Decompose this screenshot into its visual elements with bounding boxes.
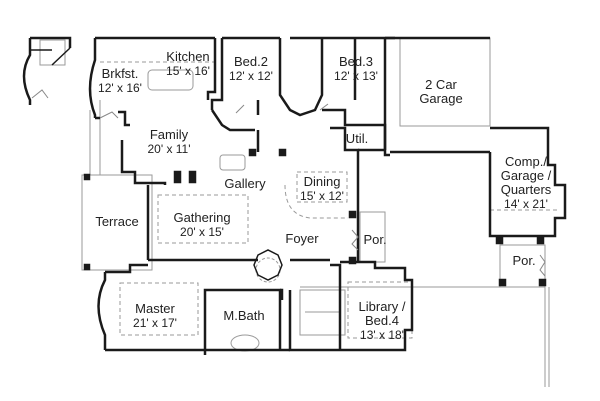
room-name: Dining (303, 174, 341, 189)
room-label-library: Library / Bed.4 13' x 18' (358, 299, 406, 343)
room-dims: 12' x 13' (334, 69, 378, 83)
room-label-gathering: Gathering 20' x 15' (173, 210, 231, 240)
room-name: Master (135, 301, 175, 316)
room-label-brkfst: Brkfst. 12' x 16' (98, 66, 142, 96)
room-label-master: Master 21' x 17' (133, 301, 177, 331)
exterior-walls (22, 36, 567, 355)
room-label-porch-side: Por. (512, 254, 535, 268)
room-name: Por. (512, 253, 536, 268)
room-dims: 15' x 16' (166, 64, 210, 78)
room-label-garage: 2 Car Garage (419, 78, 462, 106)
room-label-family: Family 20' x 11' (147, 127, 191, 157)
room-name: Bed.2 (234, 54, 268, 69)
room-name: Comp./ (505, 154, 547, 169)
room-name: 2 Car (425, 77, 457, 92)
room-name: Library / (358, 299, 406, 314)
room-label-bed3: Bed.3 12' x 13' (334, 54, 378, 84)
room-name: Gallery (224, 176, 266, 191)
room-name: Terrace (95, 214, 139, 229)
room-label-util: Util. (346, 132, 368, 146)
door-swings (31, 89, 546, 277)
room-dims: 12' x 12' (229, 69, 273, 83)
room-label-dining: Dining 15' x 12' (300, 174, 344, 204)
room-dims: 20' x 15' (180, 225, 224, 239)
room-dims: 13' x 18' (360, 328, 404, 342)
room-label-kitchen: Kitchen 15' x 16' (166, 49, 210, 79)
room-dims: 12' x 16' (98, 81, 142, 95)
room-dims: 20' x 11' (147, 142, 191, 156)
room-dims: 14' x 21' (504, 197, 548, 211)
room-name: Kitchen (166, 49, 210, 64)
room-name-line2: Garage (419, 91, 463, 106)
room-dims: 21' x 17' (133, 316, 177, 330)
room-label-mbath: M.Bath (223, 309, 264, 323)
room-label-gallery: Gallery (224, 177, 265, 191)
room-label-terrace: Terrace (95, 215, 138, 229)
room-name: Bed.3 (339, 54, 373, 69)
room-dims: 15' x 12' (300, 189, 344, 203)
room-name: Por. (363, 232, 387, 247)
room-name-line2: Garage / (500, 168, 552, 183)
room-name-line3: Quarters (500, 182, 552, 197)
room-name: Gathering (173, 210, 231, 225)
room-name-line2: Bed.4 (365, 313, 399, 328)
room-name: M.Bath (223, 308, 265, 323)
room-label-foyer: Foyer (285, 232, 318, 246)
room-label-porch-front: Por. (363, 233, 386, 247)
room-label-bed2: Bed.2 12' x 12' (229, 54, 273, 84)
room-label-comp-quarters: Comp./ Garage / Quarters 14' x 21' (500, 154, 552, 212)
room-name: Foyer (285, 231, 319, 246)
room-name: Util. (345, 131, 369, 146)
room-name: Family (149, 127, 189, 142)
room-name: Brkfst. (101, 66, 139, 81)
